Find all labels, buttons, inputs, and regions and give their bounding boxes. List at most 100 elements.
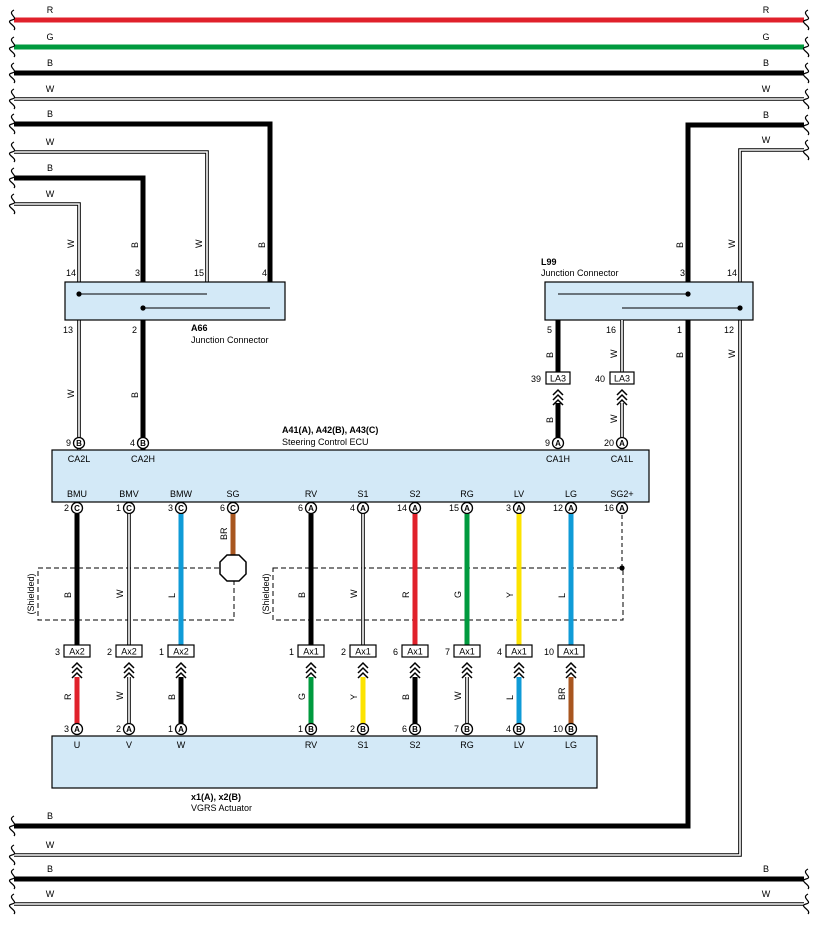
ecu-bottom-pin-7: 15 — [449, 503, 459, 513]
wire-break-a66-0 — [8, 113, 16, 135]
ax2-pin-0: 3 — [55, 647, 60, 657]
ecu-bottom-terminal-5 — [356, 501, 370, 515]
ecu-wire-code-7: G — [453, 591, 463, 598]
wire-break-a66-1 — [8, 141, 16, 163]
act-terminal-4 — [356, 722, 370, 736]
l99-top-pin-1: 14 — [727, 268, 737, 278]
shielded-label-left: (Shielded) — [26, 573, 36, 614]
ecu-bottom-terminal-2-letter: C — [178, 504, 184, 513]
ecu-bottom-terminal-1 — [122, 501, 136, 515]
rail-label-b-879: B — [47, 864, 53, 874]
act-terminal-4-letter: B — [360, 725, 366, 734]
a66-top-pin-2: 15 — [194, 268, 204, 278]
ecu-bottom-terminal-0-letter: C — [74, 504, 80, 513]
act-terminal-3-letter: B — [308, 725, 314, 734]
wire-break-left-1 — [8, 36, 16, 58]
a66-splice-w — [76, 291, 82, 297]
ax1-pin-0: 1 — [289, 647, 294, 657]
a66-top-pin-1: 3 — [135, 268, 140, 278]
l99-splice-b — [685, 291, 691, 297]
l99-top-wire-0: B — [675, 242, 685, 248]
a66-bottom-wire-0: W — [66, 389, 76, 398]
ecu-top-pin-3: 20 — [604, 438, 614, 448]
ecu-bottom-terminal-3-letter: C — [230, 504, 236, 513]
act-wire-code-1: W — [115, 691, 125, 700]
l99-bottom-pin-1: 16 — [606, 325, 616, 335]
a66-bottom-pin-0: 13 — [63, 325, 73, 335]
act-pin-0: 3 — [64, 724, 69, 734]
ecu-top-terminal-1 — [136, 436, 150, 450]
act-name-5: S2 — [409, 740, 420, 750]
ecu-bottom-name-1: BMV — [119, 489, 139, 499]
wire-break-wr — [802, 893, 810, 915]
ecu-wire-code-8: Y — [505, 592, 515, 598]
ax1-chevrons-3 — [461, 661, 473, 679]
wire-break-left-3 — [8, 88, 16, 110]
rail-label-w-855: W — [46, 840, 55, 850]
act-pin-6: 7 — [454, 724, 459, 734]
ax2-connector-1-label: Ax2 — [121, 647, 137, 657]
ecu-top-terminal-1-letter: B — [140, 439, 146, 448]
ecu-bottom-terminal-6 — [408, 501, 422, 515]
l99-top-wire-1: W — [727, 239, 737, 248]
rail-label-b-178: B — [47, 163, 53, 173]
act-terminal-5 — [408, 722, 422, 736]
wire-break-left-2 — [8, 62, 16, 84]
l99-bottom-wire-0: B — [545, 352, 555, 358]
la3-chevrons-2 — [616, 388, 628, 406]
ecu-wire-code-1: W — [115, 589, 125, 598]
ecu-top-pin-1: 4 — [130, 438, 135, 448]
act-wire-code-8: BR — [557, 687, 567, 700]
wire-break-bl — [8, 868, 16, 890]
l99-top-pin-0: 3 — [680, 268, 685, 278]
la3-connector-1 — [545, 371, 571, 385]
l99-bottom-pin-2: 1 — [677, 325, 682, 335]
act-terminal-7-letter: B — [516, 725, 522, 734]
ecu-bottom-pin-6: 14 — [397, 503, 407, 513]
ax1-connector-5 — [557, 644, 585, 658]
la3-wire-0: B — [545, 417, 555, 423]
ecu-bottom-terminal-2 — [174, 501, 188, 515]
la3-pin-0: 39 — [531, 374, 541, 384]
ecu-bottom-terminal-10 — [615, 501, 629, 515]
act-name-1: V — [126, 740, 132, 750]
ecu-bottom-name-4: RV — [305, 489, 317, 499]
wire-break-bot-b — [8, 815, 16, 837]
act-pin-2: 1 — [168, 724, 173, 734]
rail-label-left-2: B — [47, 58, 53, 68]
act-terminal-8-letter: B — [568, 725, 574, 734]
act-pin-4: 2 — [350, 724, 355, 734]
ax2-connector-0-label: Ax2 — [69, 647, 85, 657]
ecu-bottom-terminal-3 — [226, 501, 240, 515]
ax1-connector-0 — [297, 644, 325, 658]
ecu-bottom-pin-8: 3 — [506, 503, 511, 513]
a66-top-wire-3: B — [257, 242, 267, 248]
ax2-connector-1 — [115, 644, 143, 658]
la3-connector-2 — [609, 371, 635, 385]
ecu-bottom-terminal-8 — [512, 501, 526, 515]
rail-label-b-826: B — [47, 811, 53, 821]
rail-label-w-150: W — [762, 135, 771, 145]
l99-title: Junction Connector — [541, 268, 619, 278]
ecu-wire-code-3: BR — [219, 527, 229, 540]
ecu-top-pin-0: 9 — [66, 438, 71, 448]
act-terminal-1 — [122, 722, 136, 736]
a66-top-wire-2: W — [194, 239, 204, 248]
ecu-bottom-terminal-10-letter: A — [619, 504, 625, 513]
ecu-box — [51, 449, 650, 503]
act-wire-code-0: R — [63, 693, 73, 700]
act-pin-5: 6 — [402, 724, 407, 734]
ax1-pin-2: 6 — [393, 647, 398, 657]
wire-break-a66-3 — [8, 193, 16, 215]
l99-bottom-pin-0: 5 — [547, 325, 552, 335]
shield-box-left — [37, 567, 235, 621]
ax2-chevrons-1 — [123, 661, 135, 679]
rail-label-left-1: G — [46, 32, 53, 42]
ax1-pin-1: 2 — [341, 647, 346, 657]
ax2-connector-2 — [167, 644, 195, 658]
act-terminal-2 — [174, 722, 188, 736]
ecu-bottom-name-8: LV — [514, 489, 524, 499]
ecu-wire-code-4: B — [297, 592, 307, 598]
wire-break-bot-w — [8, 844, 16, 866]
act-wire-code-2: B — [167, 694, 177, 700]
